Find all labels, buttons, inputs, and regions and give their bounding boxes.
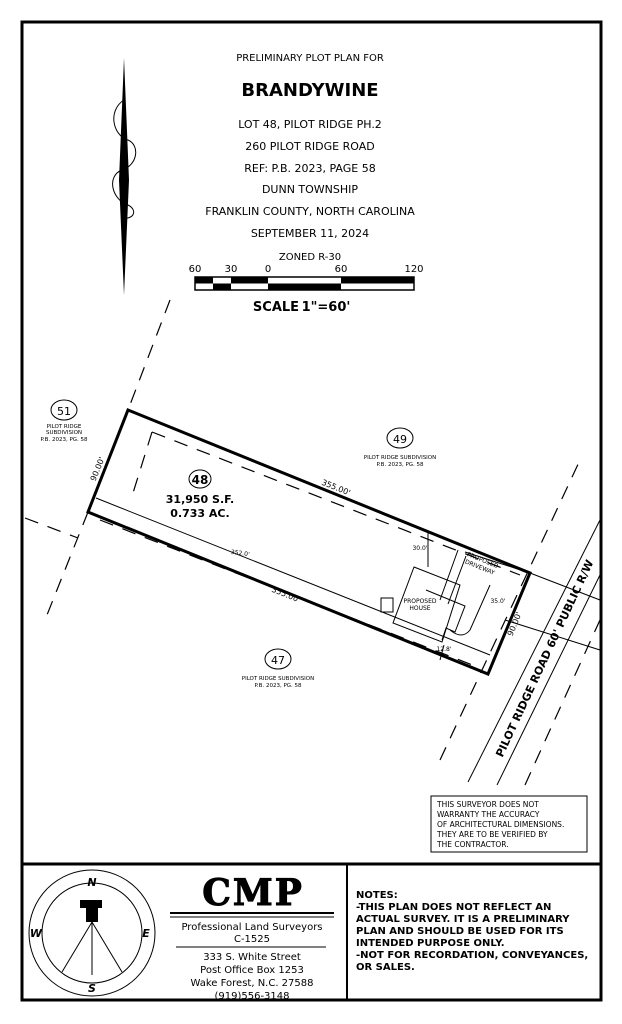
depth-dimension-line — [95, 497, 491, 656]
neighbor-lot-49: 49 PILOT RIDGE SUBDIVISION P.B. 2023, PG… — [364, 427, 437, 468]
neighbor-text: PILOT RIDGE SUBDIVISION — [242, 676, 315, 682]
notes-title: NOTES: — [356, 890, 398, 901]
lot-area-sf: 31,950 S.F. — [166, 493, 234, 506]
disclaimer-line: THEY ARE TO BE VERIFIED BY — [436, 830, 548, 839]
firm-address-line: Post Office Box 1253 — [200, 965, 304, 976]
notes-line: PLAN AND SHOULD BE USED FOR ITS — [356, 926, 564, 937]
neighbor-text: PILOT RIDGE SUBDIVISION — [364, 455, 437, 461]
reference: REF: P.B. 2023, PAGE 58 — [244, 162, 375, 175]
disclaimer-line: THE CONTRACTOR. — [436, 840, 509, 849]
neighbor-text: PILOT RIDGE — [47, 424, 82, 430]
notes: NOTES: -THIS PLAN DOES NOT REFLECT AN AC… — [356, 890, 588, 973]
township: DUNN TOWNSHIP — [262, 183, 358, 196]
notes-line: OR SALES. — [356, 962, 415, 973]
disclaimer-line: WARRANTY THE ACCURACY — [437, 810, 540, 819]
firm-address-line: 333 S. White Street — [203, 952, 301, 963]
neighbor-number: 49 — [393, 433, 407, 446]
neighbor-number: 51 — [57, 405, 71, 418]
date: SEPTEMBER 11, 2024 — [251, 227, 369, 240]
plan-heading: PRELIMINARY PLOT PLAN FOR — [236, 53, 384, 64]
neighbor-text: P.B. 2023, PG. 58 — [40, 437, 88, 443]
disclaimer-line: OF ARCHITECTURAL DIMENSIONS. — [437, 820, 564, 829]
neighbor-text: P.B. 2023, PG. 58 — [254, 683, 302, 689]
compass-s: S — [88, 982, 96, 995]
scale-tick: 120 — [404, 264, 423, 275]
scale-tick: 0 — [265, 264, 271, 275]
compass-logo-icon: N S E W — [28, 869, 156, 997]
neighbor-text: P.B. 2023, PG. 58 — [376, 462, 424, 468]
notes-line: -NOT FOR RECORDATION, CONVEYANCES, — [356, 950, 588, 961]
disclaimer-line: THIS SURVEYOR DOES NOT — [436, 800, 539, 809]
proposed-driveway — [439, 549, 531, 636]
setback-line — [99, 519, 481, 669]
lot-info: LOT 48, PILOT RIDGE PH.2 — [238, 118, 382, 131]
neighbor-text: SUBDIVISION — [46, 430, 82, 436]
zoning: ZONED R-30 — [279, 252, 341, 263]
scale-tick: 30 — [225, 264, 238, 275]
bottom-dimension: 355.00' — [270, 585, 301, 605]
setback-30: 30.0' — [412, 545, 427, 552]
proposed-house — [380, 532, 466, 661]
setback-line — [151, 431, 521, 576]
compass-n: N — [87, 876, 96, 889]
compass-e: E — [142, 927, 150, 940]
setback-line — [132, 431, 153, 494]
lot-number: 48 — [192, 473, 209, 487]
scale-tick: 60 — [335, 264, 348, 275]
scale-bar — [194, 276, 415, 291]
road-label: PILOT RIDGE ROAD 60' PUBLIC R/W — [493, 558, 596, 759]
house-label: PROPOSED — [403, 598, 436, 605]
lot-48-boundary — [86, 408, 532, 676]
county: FRANKLIN COUNTY, NORTH CAROLINA — [205, 205, 415, 218]
compass-w: W — [30, 927, 43, 940]
road-right-of-way — [439, 459, 601, 786]
depth-dimension: 352.0' — [230, 549, 250, 559]
notes-line: ACTUAL SURVEY. IT IS A PRELIMINARY — [356, 914, 570, 925]
neighbor-lot-51: 51 PILOT RIDGE SUBDIVISION P.B. 2023, PG… — [40, 399, 88, 443]
firm-phone: (919)556-3148 — [214, 991, 289, 1002]
neighbor-number: 47 — [271, 654, 285, 667]
surveyor-disclaimer: THIS SURVEYOR DOES NOT WARRANTY THE ACCU… — [430, 795, 588, 853]
address: 260 PILOT RIDGE ROAD — [245, 140, 374, 153]
notes-line: -THIS PLAN DOES NOT REFLECT AN — [356, 902, 551, 913]
north-arrow-icon — [112, 58, 137, 295]
project-name: BRANDYWINE — [241, 80, 378, 101]
firm-address-line: Wake Forest, N.C. 27588 — [191, 978, 314, 989]
scale-label: SCALE — [253, 300, 299, 315]
title-block: PRELIMINARY PLOT PLAN FOR BRANDYWINE LOT… — [189, 53, 424, 315]
scale-tick: 60 — [189, 264, 202, 275]
setback-35: 35.0' — [490, 598, 505, 605]
lot-area-acres: 0.733 AC. — [170, 507, 229, 520]
lot-48-label: 48 31,950 S.F. 0.733 AC. — [166, 469, 234, 520]
house-label: HOUSE — [409, 605, 430, 612]
firm-name: Professional Land Surveyors — [181, 922, 322, 933]
notes-line: INTENDED PURPOSE ONLY. — [356, 938, 505, 949]
cmp-logo: CMP — [202, 872, 304, 914]
neighbor-lot-47: 47 PILOT RIDGE SUBDIVISION P.B. 2023, PG… — [242, 648, 315, 689]
adjacent-lot-lines — [24, 299, 601, 651]
scale-value: 1"=60' — [302, 300, 351, 315]
setback-12: 12.8' — [436, 646, 451, 653]
firm-license: C-1525 — [234, 934, 270, 945]
sheet-border — [20, 20, 603, 1002]
firm-info: CMP Professional Land Surveyors C-1525 3… — [170, 872, 334, 1002]
